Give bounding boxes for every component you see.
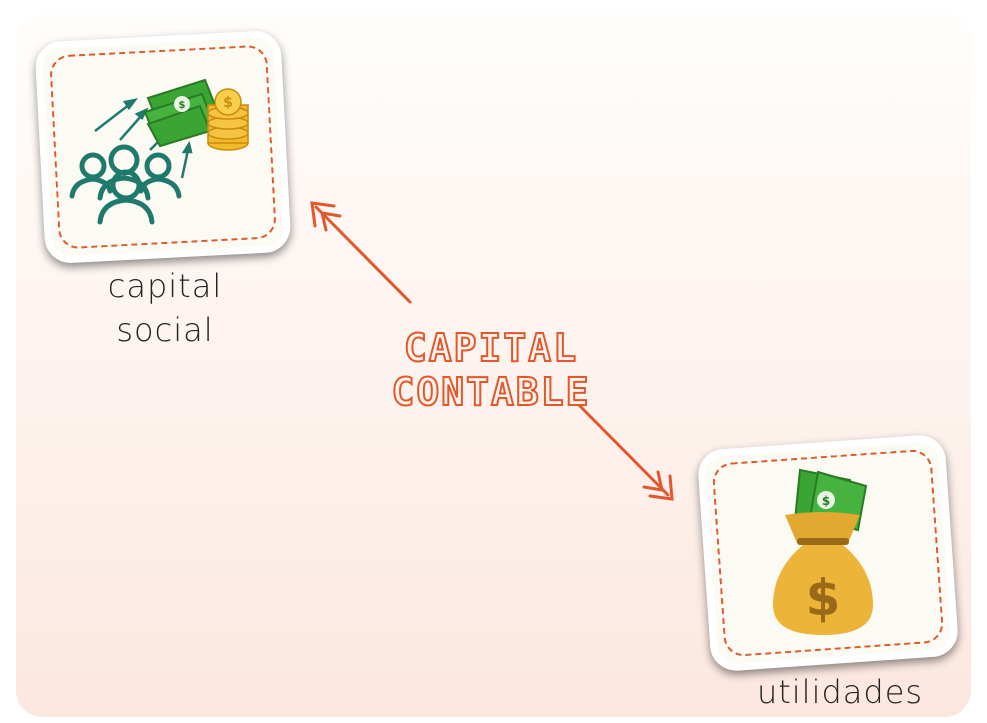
capital-social-label-line2: social [116, 311, 214, 349]
money-stack-icon: $ [143, 78, 217, 148]
money-bag-icon: $ $ [773, 468, 873, 635]
capital-social-label-line1: capital [107, 267, 223, 305]
diagram-title: CAPITAL CONTABLE [390, 325, 591, 415]
svg-text:$: $ [223, 95, 233, 111]
svg-text:$: $ [179, 100, 186, 111]
svg-text:$: $ [806, 569, 841, 627]
capital-social-label: capital social [80, 264, 250, 352]
coin-stack-icon: $ [207, 88, 249, 151]
growth-arrows-icon [94, 98, 193, 179]
people-group-icon [69, 144, 182, 225]
svg-text:$: $ [822, 494, 830, 508]
utilidades-label: utilidades [756, 673, 924, 711]
arrow-to-capital-social [310, 201, 412, 304]
arrow-to-utilidades [573, 399, 674, 501]
